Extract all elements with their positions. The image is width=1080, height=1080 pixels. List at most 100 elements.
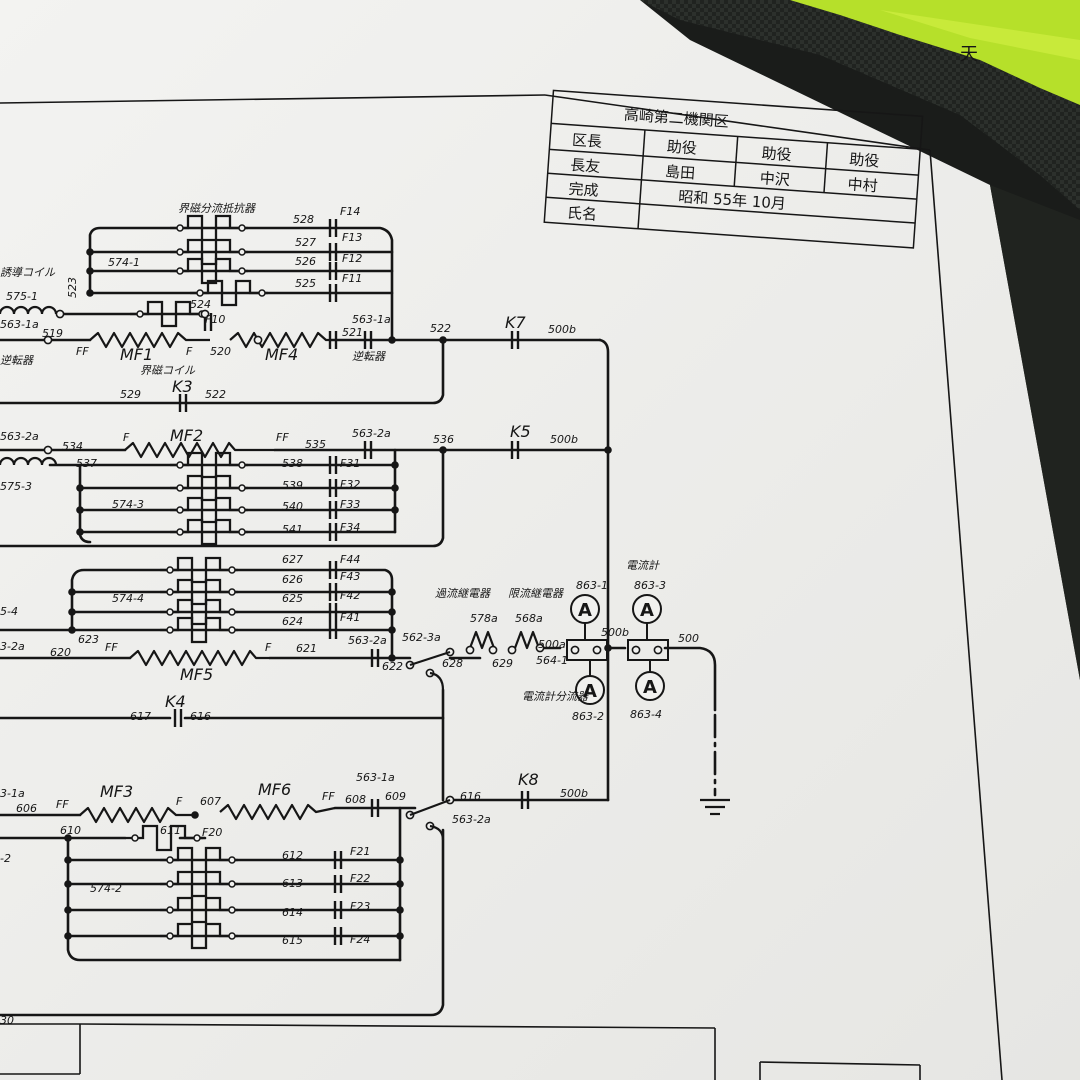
contact-terminal: [166, 588, 174, 596]
label-w627: 627: [282, 553, 303, 566]
label-w500b-2: 500b: [550, 433, 578, 446]
junction-dot: [439, 446, 447, 454]
label-F34: F34: [340, 521, 360, 534]
contact-terminal: [176, 224, 184, 232]
ammeter-a-3: A: [640, 600, 654, 621]
label-w525: 525: [295, 277, 316, 290]
label-w563-2a-d: 563-2a: [452, 813, 491, 826]
junction-dot: [76, 484, 84, 492]
contact-terminal: [238, 528, 246, 536]
contact-terminal: [258, 289, 266, 297]
label-relay-overcurrent: 過流継電器: [435, 587, 491, 600]
label-MF5: MF5: [180, 665, 213, 684]
case-emblem: 天: [960, 44, 978, 65]
junction-dot: [191, 811, 199, 819]
label-F43: F43: [340, 570, 360, 583]
coil-575-3: [0, 456, 58, 466]
contact-terminal: [166, 880, 174, 888]
resistor-568a: [513, 630, 541, 650]
label-w500b-3: 500b: [601, 626, 629, 639]
label-F: F: [123, 431, 130, 444]
label-w2: -2: [0, 852, 11, 865]
label-w624: 624: [282, 615, 303, 628]
junction-dot: [391, 506, 399, 514]
ammeter-letters: A A A A: [578, 600, 657, 702]
junction-dot: [64, 880, 72, 888]
contact-terminal: [196, 289, 204, 297]
label-w500b-4: 500b: [560, 787, 588, 800]
contact-terminal: [176, 528, 184, 536]
junction-dot: [388, 626, 396, 634]
label-w574-3: 574-3: [112, 498, 144, 511]
coil-575-1: [0, 305, 58, 315]
label-w563-2a: 563-2a: [0, 430, 39, 443]
label-F24: F24: [350, 933, 370, 946]
terminal-circle: [488, 645, 498, 655]
label-w526: 526: [295, 255, 316, 268]
label-MF4: MF4: [265, 345, 298, 364]
label-w534: 534: [62, 440, 83, 453]
label-F11: F11: [342, 272, 362, 285]
junction-dot: [76, 506, 84, 514]
contact-terminal: [166, 906, 174, 914]
title-r1-c4: 助役: [849, 150, 880, 170]
shunt-contact-4: [130, 300, 208, 328]
resistor-578a: [468, 630, 496, 650]
field-resistors: [79, 331, 541, 824]
label-F41: F41: [340, 611, 360, 624]
label-F32: F32: [340, 478, 360, 491]
contact-terminal: [166, 608, 174, 616]
junction-dot: [64, 932, 72, 940]
terminal-circle: [631, 645, 641, 655]
ammeters: [566, 594, 669, 705]
junction-dot: [86, 289, 94, 297]
junction-dot: [391, 461, 399, 469]
terminal-circle: [43, 445, 53, 455]
label-w5-4: 5-4: [0, 605, 18, 618]
label-w574-4: 574-4: [112, 592, 144, 605]
ammeter-a-4: A: [643, 677, 657, 698]
contact-terminal: [166, 932, 174, 940]
contact-terminal: [176, 267, 184, 275]
label-w537: 537: [76, 457, 97, 470]
label-w3-1a: 3-1a: [0, 787, 25, 800]
label-w3-2a: 3-2a: [0, 640, 25, 653]
label-coil-top: 誘導コイル: [0, 266, 56, 279]
label-w519: 519: [42, 327, 63, 340]
label-w613: 613: [282, 877, 303, 890]
title-r1-c2: 助役: [666, 138, 697, 158]
label-w522-b: 522: [205, 388, 226, 401]
junction-dot: [396, 906, 404, 914]
label-w564-1: 564-1: [536, 654, 568, 667]
label-F13: F13: [342, 231, 362, 244]
switch-blades: [409, 650, 451, 841]
junction-dot: [396, 856, 404, 864]
label-w522: 522: [430, 322, 451, 335]
junction-dot: [396, 932, 404, 940]
label-w536: 536: [433, 433, 454, 446]
label-w574-2: 574-2: [90, 882, 122, 895]
paper-dark-edge: [990, 185, 1080, 680]
label-w607: 607: [200, 795, 221, 808]
resistor-mf1: [89, 331, 210, 349]
terminal-circle: [507, 645, 517, 655]
shunt-contact-9: [160, 556, 238, 584]
label-field-coil: 界磁コイル: [140, 364, 196, 377]
label-w623: 623: [78, 633, 99, 646]
label-F42: F42: [340, 589, 360, 602]
label-F31: F31: [340, 457, 360, 470]
label-w863-3: 863-3: [634, 579, 666, 592]
shunt-contact-7: [170, 496, 248, 524]
contact-terminal: [228, 588, 236, 596]
terminal-circle: [200, 309, 210, 319]
label-reverser-left: 逆転器: [0, 354, 34, 367]
terminal-circle: [570, 645, 580, 655]
label-w523: 523: [66, 277, 79, 298]
terminal-circle: [535, 643, 545, 653]
junction-dot: [391, 484, 399, 492]
label-w563-1a: 563-1a: [0, 318, 39, 331]
label-w610: 610: [60, 824, 81, 837]
label-w609: 609: [385, 790, 406, 803]
completed-label: 完成: [568, 180, 599, 200]
label-w625: 625: [282, 592, 303, 605]
